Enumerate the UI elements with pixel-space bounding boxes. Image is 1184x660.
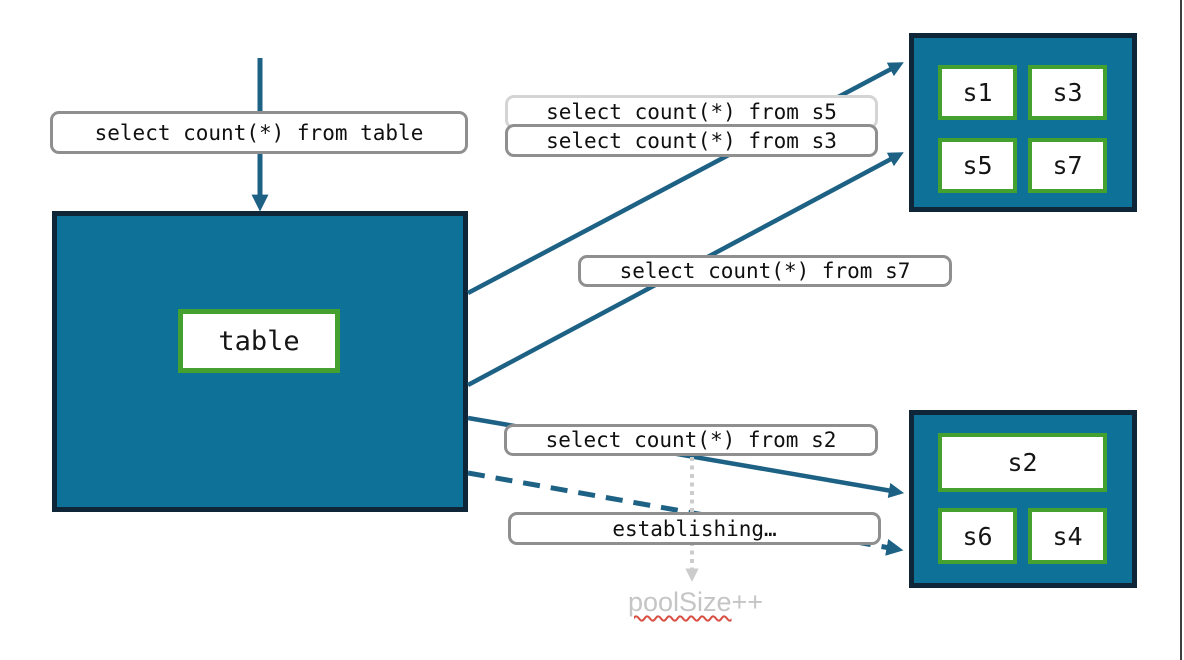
dashed-arrow-table-to-bottom-shards (467, 470, 904, 556)
shard-s4: s4 (1028, 508, 1107, 564)
poolsize-note-suffix: ++ (731, 587, 764, 617)
shard-group-bottom: s2 s6 s4 (909, 410, 1137, 588)
query-label-from-table: select count(*) from table (50, 111, 468, 154)
query-label-from-s5: select count(*) from s5 (505, 95, 878, 129)
shard-s7: s7 (1028, 138, 1107, 193)
table-node-label: table (178, 309, 340, 373)
query-label-from-s7: select count(*) from s7 (578, 255, 952, 287)
poolsize-note: poolSize++ (598, 587, 793, 618)
slide-edge-line (1180, 0, 1182, 660)
shard-s2: s2 (938, 433, 1107, 492)
establishing-label: establishing… (508, 512, 881, 545)
query-label-from-s3: select count(*) from s3 (505, 124, 878, 157)
shard-s6: s6 (938, 508, 1017, 564)
table-node: table (52, 211, 468, 512)
shard-s5: s5 (938, 138, 1017, 193)
poolsize-note-word: poolSize (627, 587, 732, 617)
shard-s1: s1 (938, 65, 1017, 120)
shard-s3: s3 (1028, 65, 1107, 120)
shard-group-top: s1 s3 s5 s7 (909, 33, 1137, 212)
query-label-from-s2: select count(*) from s2 (504, 424, 878, 456)
